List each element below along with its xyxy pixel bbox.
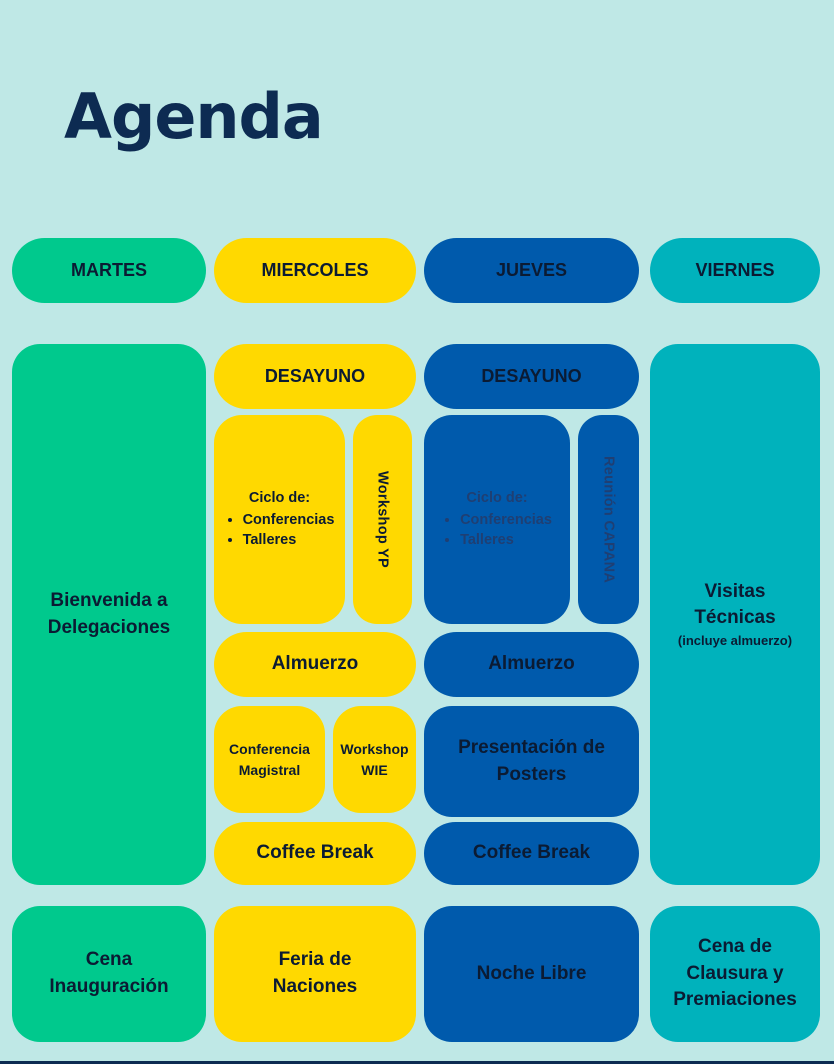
miercoles-desayuno: DESAYUNO xyxy=(214,344,416,409)
event-line: Visitas xyxy=(704,580,766,602)
martes-bienvenida: Bienvenida a Delegaciones xyxy=(12,344,206,885)
jueves-noche-libre: Noche Libre xyxy=(424,906,639,1042)
event-note: (incluye almuerzo) xyxy=(677,633,793,648)
day-header-jueves: JUEVES xyxy=(424,238,639,303)
jueves-desayuno: DESAYUNO xyxy=(424,344,639,409)
event-line: Conferencia xyxy=(229,741,310,758)
event-label: Almuerzo xyxy=(271,653,359,675)
jueves-almuerzo: Almuerzo xyxy=(424,632,639,697)
event-line: Cena de xyxy=(698,936,772,958)
day-header-miercoles: MIERCOLES xyxy=(214,238,416,303)
viernes-cena-clausura: Cena de Clausura y Premiaciones xyxy=(650,906,820,1042)
ciclo-list: Ciclo de: Conferencias Talleres xyxy=(442,488,552,551)
event-line: WIE xyxy=(361,761,388,778)
event-line: Naciones xyxy=(272,976,358,997)
miercoles-coffee-break: Coffee Break xyxy=(214,822,416,885)
day-header-label: MIERCOLES xyxy=(261,259,369,280)
event-line: Posters xyxy=(496,763,567,785)
bottom-divider xyxy=(0,1061,834,1064)
ciclo-heading: Ciclo de: xyxy=(466,490,528,507)
day-header-label: VIERNES xyxy=(695,259,775,280)
event-line: Magistral xyxy=(238,761,301,778)
list-item: Talleres xyxy=(460,530,552,551)
event-line: Presentación de xyxy=(458,736,605,758)
miercoles-workshop-yp: Workshop YP xyxy=(353,415,412,624)
jueves-ciclo: Ciclo de: Conferencias Talleres xyxy=(424,415,570,624)
event-label: DESAYUNO xyxy=(481,365,582,386)
miercoles-workshop-wie: Workshop WIE xyxy=(333,706,416,813)
miercoles-conferencia: Conferencia Magistral xyxy=(214,706,325,813)
event-label-vertical: Workshop YP xyxy=(374,470,391,569)
miercoles-ciclo: Ciclo de: Conferencias Talleres xyxy=(214,415,345,624)
event-line: Feria de xyxy=(278,949,352,971)
event-line: Técnicas xyxy=(694,607,776,629)
jueves-coffee-break: Coffee Break xyxy=(424,822,639,885)
event-line: Workshop xyxy=(340,741,409,758)
event-label: Coffee Break xyxy=(472,842,591,864)
event-label: Coffee Break xyxy=(256,842,374,864)
day-header-martes: MARTES xyxy=(12,238,206,303)
jueves-reunion-capana: Reunión CAPANA xyxy=(578,415,639,624)
event-line: Delegaciones xyxy=(47,616,171,638)
event-label-vertical: Reunión CAPANA xyxy=(600,455,617,584)
event-label: Almuerzo xyxy=(488,653,575,675)
event-line: Premiaciones xyxy=(673,989,797,1011)
event-line: Inauguración xyxy=(49,976,169,997)
day-header-label: JUEVES xyxy=(495,259,568,280)
page-title: Agenda xyxy=(64,80,324,153)
day-header-viernes: VIERNES xyxy=(650,238,820,303)
day-header-label: MARTES xyxy=(71,259,147,280)
ciclo-heading: Ciclo de: xyxy=(248,490,311,507)
list-item: Conferencias xyxy=(243,510,335,531)
event-label: Noche Libre xyxy=(476,962,587,984)
list-item: Conferencias xyxy=(460,510,552,531)
list-item: Talleres xyxy=(243,530,335,551)
viernes-visitas-tecnicas: Visitas Técnicas (incluye almuerzo) xyxy=(650,344,820,885)
event-line: Clausura y xyxy=(686,962,784,984)
miercoles-feria: Feria de Naciones xyxy=(214,906,416,1042)
jueves-posters: Presentación de Posters xyxy=(424,706,639,817)
miercoles-almuerzo: Almuerzo xyxy=(214,632,416,697)
ciclo-list: Ciclo de: Conferencias Talleres xyxy=(225,488,335,551)
event-label: DESAYUNO xyxy=(264,365,366,386)
event-line: Bienvenida a xyxy=(50,589,168,611)
martes-cena: Cena Inauguración xyxy=(12,906,206,1042)
event-line: Cena xyxy=(85,949,133,971)
